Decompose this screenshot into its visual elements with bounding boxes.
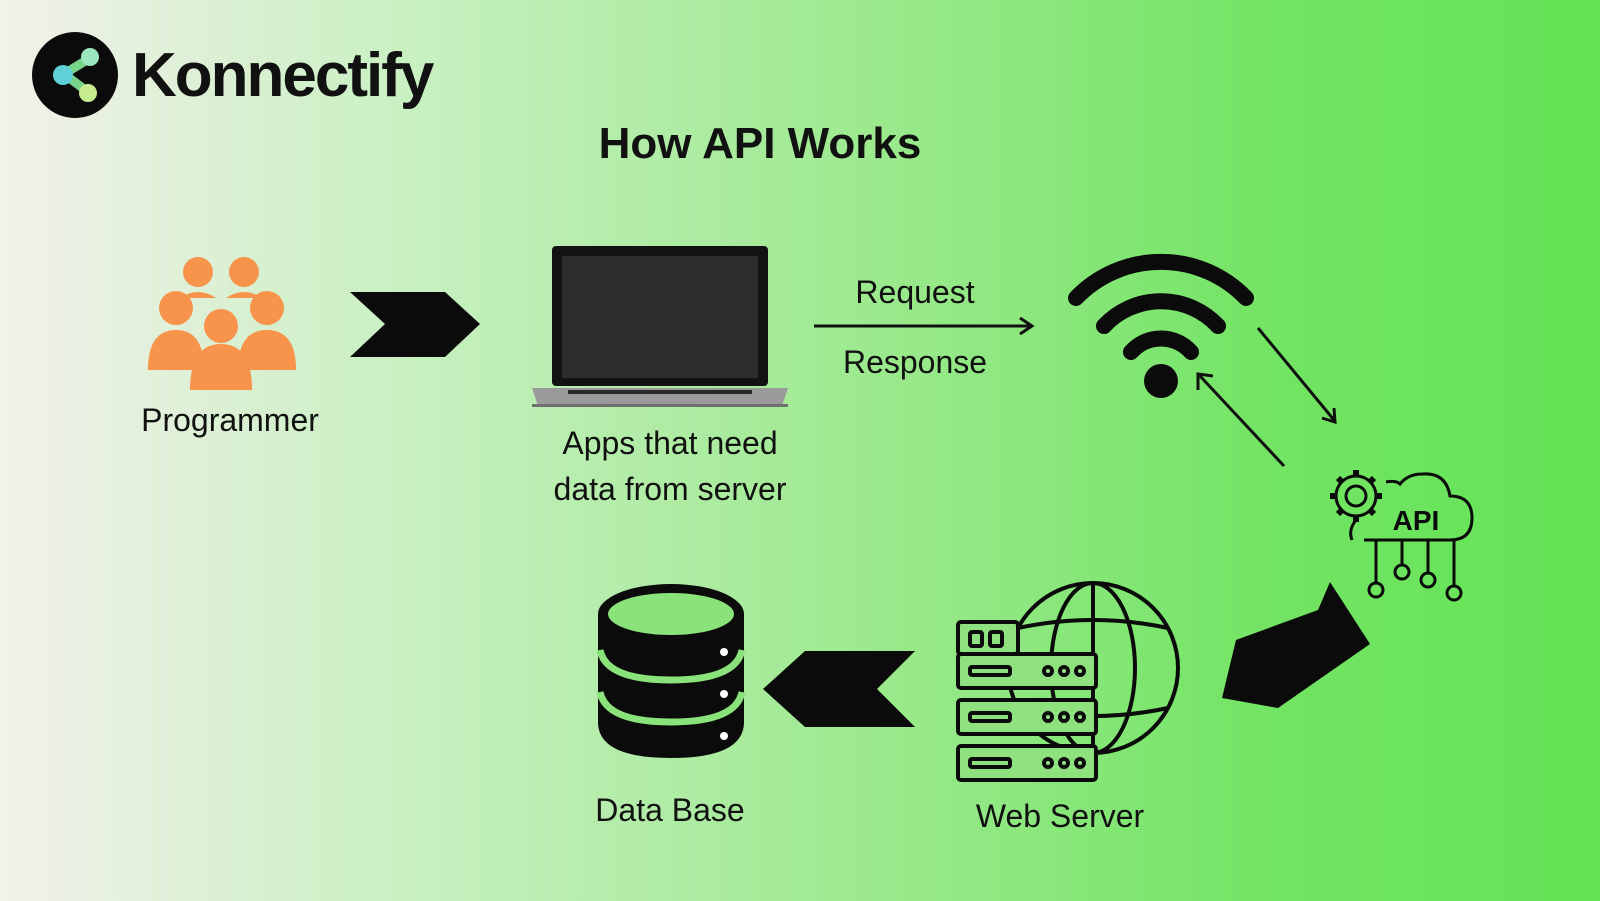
flow-arrow-right: [350, 292, 480, 357]
database-label: Data Base: [595, 792, 745, 828]
apps-label-line1: Apps that need: [562, 425, 778, 461]
request-label: Request: [855, 274, 975, 310]
api-cloud-icon: [1330, 470, 1474, 602]
api-icon-label: API: [1393, 505, 1440, 536]
apps-label: Apps that need data from server: [500, 420, 840, 512]
diagram-title: How API Works: [598, 119, 922, 168]
konnectify-logo-icon: [32, 32, 118, 118]
flow-arrow-left: [763, 651, 915, 727]
database-icon: [596, 584, 746, 758]
programmer-label: Programmer: [141, 402, 319, 438]
flow-arrow-down-left: [1222, 582, 1370, 708]
brand-name: Konnectify: [132, 41, 434, 110]
request-arrow: [814, 316, 1035, 336]
apps-label-line2: data from server: [553, 471, 787, 507]
web-server-icon: [956, 581, 1180, 782]
laptop-icon: [532, 246, 788, 407]
wifi-to-api-arrow: [1256, 327, 1337, 425]
wifi-icon: [1068, 253, 1254, 398]
response-label: Response: [842, 344, 988, 380]
api-to-wifi-arrow: [1196, 372, 1286, 468]
programmer-group-icon: [148, 257, 296, 390]
web-server-label: Web Server: [975, 798, 1145, 834]
